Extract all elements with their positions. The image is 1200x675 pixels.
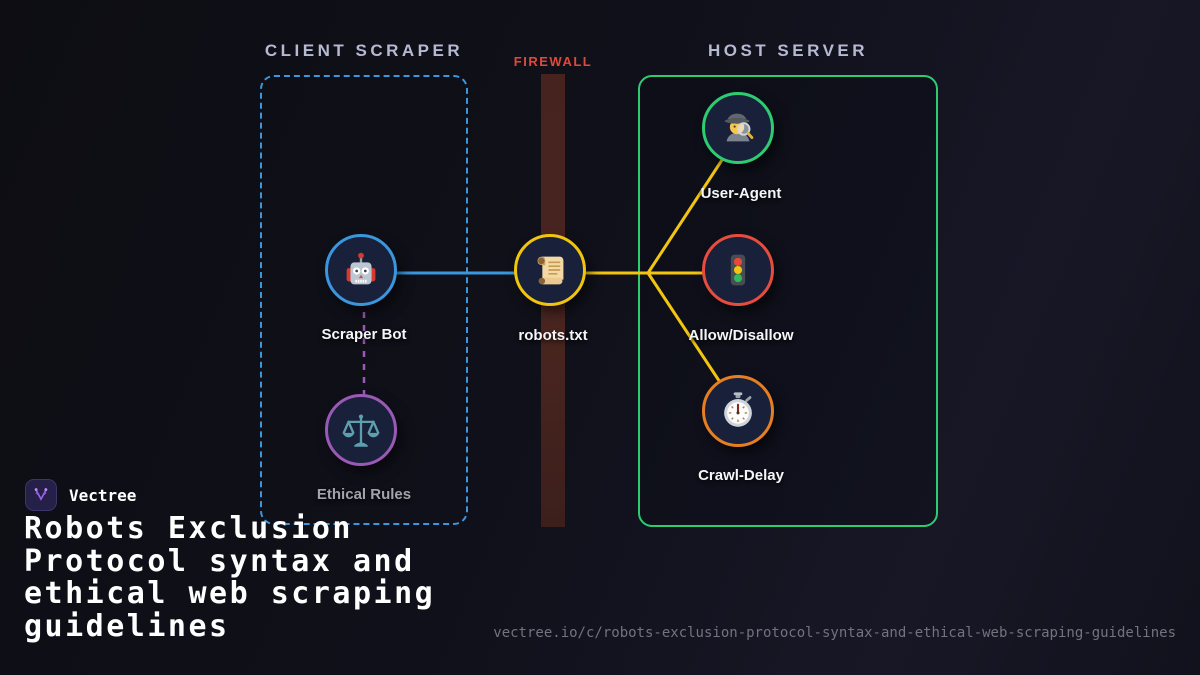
ethical-rules-label: Ethical Rules (316, 486, 412, 503)
node-scraper-bot (325, 234, 397, 306)
stopwatch-icon (715, 388, 761, 434)
node-user-agent (702, 92, 774, 164)
scroll-icon (527, 247, 573, 293)
client-scraper-header: CLIENT SCRAPER (264, 41, 464, 60)
footer-url: vectree.io/c/robots-exclusion-protocol-s… (493, 625, 1176, 641)
node-robots-txt (514, 234, 586, 306)
vectree-logo-icon (25, 479, 57, 511)
traffic-light-icon (715, 247, 761, 293)
allow-disallow-label: Allow/Disallow (688, 327, 794, 344)
node-ethical-rules (325, 394, 397, 466)
node-crawl-delay (702, 375, 774, 447)
brand-row: Vectree (25, 479, 136, 511)
balance-scale-icon (338, 407, 384, 453)
node-allow-disallow (702, 234, 774, 306)
host-server-header: HOST SERVER (707, 41, 869, 60)
scraper-bot-label: Scraper Bot (321, 326, 407, 343)
robots-txt-label: robots.txt (518, 327, 588, 344)
user-agent-label: User-Agent (700, 185, 782, 202)
crawl-delay-label: Crawl-Delay (698, 467, 784, 484)
host-server-group-box (638, 75, 938, 527)
page-title: Robots Exclusion Protocol syntax and eth… (24, 511, 436, 644)
client-scraper-group-box (260, 75, 468, 525)
detective-icon (715, 105, 761, 151)
firewall-label: FIREWALL (513, 54, 593, 69)
brand-name: Vectree (69, 485, 137, 505)
robot-icon (338, 247, 384, 293)
